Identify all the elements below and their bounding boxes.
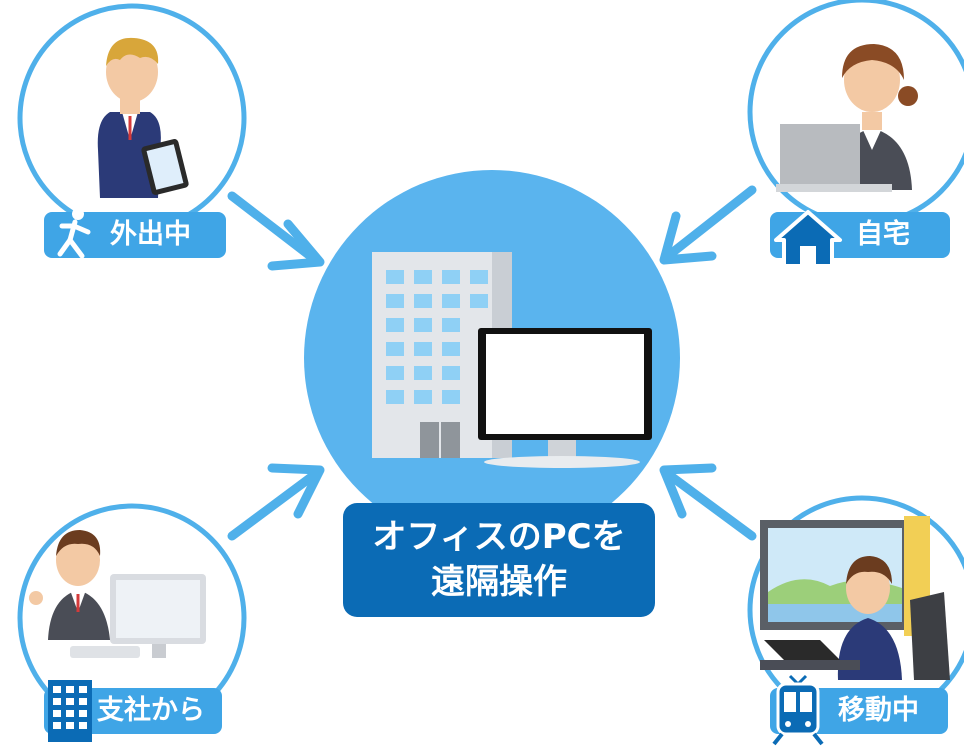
desktop-monitor-illustration [478, 328, 652, 468]
running-person-icon [57, 208, 91, 259]
center-label-box [343, 503, 655, 617]
arrow-from-home [659, 185, 757, 265]
tag-branch-label: 支社から [97, 695, 205, 726]
woman-with-laptop-illustration [776, 44, 918, 192]
traveler-on-train-illustration [760, 516, 950, 680]
train-icon [772, 674, 824, 746]
tag-home-label: 自宅 [856, 219, 910, 250]
center-label-line2: 遠隔操作 [431, 562, 567, 602]
arrow-from-branch [227, 463, 325, 541]
tag-moving-label: 移動中 [838, 695, 919, 726]
arrow-from-moving [659, 463, 757, 541]
businessman-with-tablet-illustration [97, 37, 189, 198]
house-icon [774, 210, 842, 268]
tag-outside [44, 212, 226, 258]
arrow-from-outside [227, 191, 325, 271]
center-label: オフィスのPCを 遠隔操作 [343, 503, 655, 617]
office-building-icon [48, 680, 92, 742]
tag-outside-label: 外出中 [110, 219, 191, 250]
businessman-at-desktop-illustration [29, 530, 206, 658]
center-label-line1: オフィスのPCを [372, 517, 626, 558]
